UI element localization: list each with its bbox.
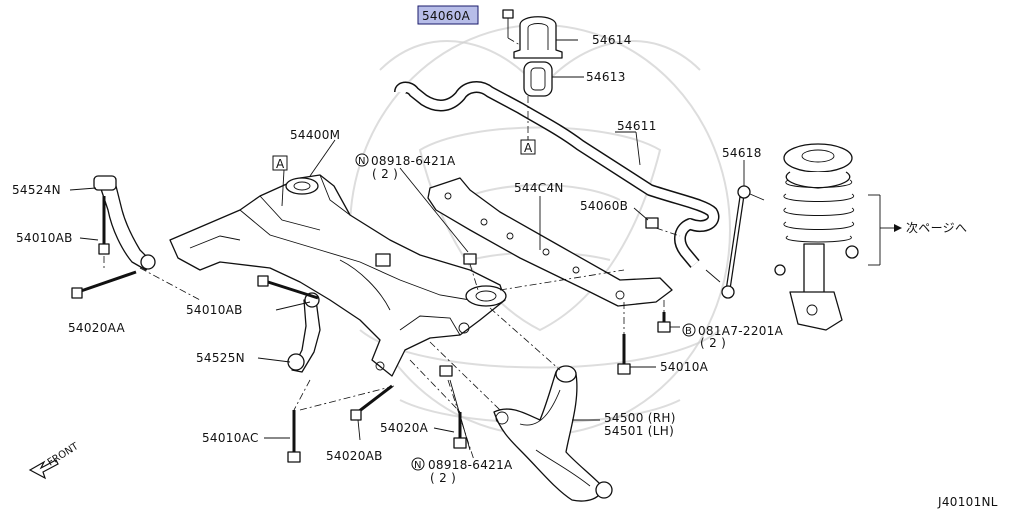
part-label-081a7[interactable]: 081A7-2201A	[698, 324, 784, 338]
stabilizer-bar	[394, 81, 720, 268]
part-label-08918-top[interactable]: 08918-6421A	[371, 154, 456, 168]
bolt-54010ac	[287, 410, 301, 463]
bolt-54010ab-center	[257, 275, 319, 300]
part-label-54618[interactable]: 54618	[722, 146, 762, 160]
stabilizer-clamp	[513, 16, 563, 59]
part-label-08918-bottom[interactable]: 08918-6421A	[428, 458, 513, 472]
part-label-54060a[interactable]: 54060A	[422, 9, 471, 23]
part-label-54525n[interactable]: 54525N	[196, 351, 245, 365]
stabilizer-bushing	[523, 61, 553, 97]
bolt-54060b	[645, 217, 659, 229]
part-label-54400m[interactable]: 54400M	[290, 128, 340, 142]
nut-08918-bottom	[439, 365, 453, 377]
qty-label-08918-top: ( 2 )	[372, 167, 398, 181]
part-label-54010ab-left[interactable]: 54010AB	[16, 231, 73, 245]
n-symbol-icon: N	[414, 460, 421, 471]
bolt-54010ab-left	[98, 196, 110, 255]
svg-text:A: A	[276, 157, 285, 171]
b-symbol-icon: B	[685, 326, 692, 337]
front-crossmember	[169, 174, 507, 377]
ref-box-a-2: A	[520, 139, 536, 155]
highlighted-part-54060a[interactable]: 54060A	[417, 5, 479, 25]
bolt-54010a	[617, 334, 631, 375]
bolt-54020ab	[350, 384, 393, 421]
part-label-54060b[interactable]: 54060B	[580, 199, 628, 213]
transverse-link	[493, 365, 613, 502]
part-label-54614[interactable]: 54614	[592, 33, 632, 47]
part-label-54500[interactable]: 54500 (RH)	[604, 411, 676, 425]
part-label-54020aa[interactable]: 54020AA	[68, 321, 126, 335]
part-label-54611[interactable]: 54611	[617, 119, 657, 133]
part-label-54010a[interactable]: 54010A	[660, 360, 709, 374]
compression-rod-left	[93, 175, 156, 271]
assembly-lines	[103, 37, 681, 461]
front-direction-indicator: FRONT	[28, 441, 82, 480]
bolt-label-081a7[interactable]: B 081A7-2201A ( 2 )	[682, 323, 784, 350]
bolt-081a7	[657, 312, 671, 333]
svg-text:A: A	[524, 141, 533, 155]
front-label: FRONT	[46, 441, 82, 469]
stabilizer-link	[705, 185, 765, 299]
part-label-54501[interactable]: 54501 (LH)	[604, 424, 674, 438]
part-label-54010ac[interactable]: 54010AC	[202, 431, 259, 445]
n-symbol-icon: N	[358, 156, 365, 167]
part-label-54613[interactable]: 54613	[586, 70, 626, 84]
clamp-bolt	[502, 9, 514, 38]
stabilizer-bracket	[427, 177, 673, 307]
next-page-label[interactable]: 次ページへ	[906, 221, 967, 235]
leader-lines	[69, 39, 902, 451]
part-label-54524n[interactable]: 54524N	[12, 183, 61, 197]
part-label-54020ab[interactable]: 54020AB	[326, 449, 383, 463]
nut-label-top[interactable]: N 08918-6421A ( 2 )	[355, 153, 456, 181]
ref-box-a-1: A	[272, 155, 288, 171]
part-label-54010ab-center[interactable]: 54010AB	[186, 303, 243, 317]
nut-08918-top	[463, 253, 477, 265]
diagram-code: J40101NL	[937, 495, 998, 509]
qty-label-08918-bottom: ( 2 )	[430, 471, 456, 485]
qty-label-081a7: ( 2 )	[700, 336, 726, 350]
part-label-54020a[interactable]: 54020A	[380, 421, 429, 435]
bolt-54020aa	[71, 270, 137, 299]
nut-label-bottom[interactable]: N 08918-6421A ( 2 )	[411, 457, 513, 485]
strut-assembly	[774, 143, 859, 331]
part-label-544c4n[interactable]: 544C4N	[514, 181, 564, 195]
bolt-54020a	[453, 412, 467, 449]
compression-rod-right	[287, 292, 321, 373]
